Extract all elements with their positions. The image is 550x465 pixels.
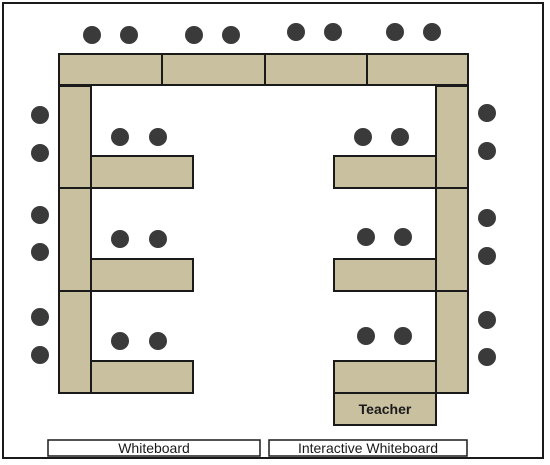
seat [222, 26, 240, 44]
desk-inner-left-3 [90, 360, 194, 394]
interactive-whiteboard: Interactive Whiteboard [268, 439, 468, 457]
interactive-whiteboard-box [268, 439, 468, 457]
seat [111, 128, 129, 146]
seat [357, 327, 375, 345]
seat [324, 23, 342, 41]
seat [354, 128, 372, 146]
seat [31, 106, 49, 124]
seat [391, 128, 409, 146]
interactive-whiteboard-label: Interactive Whiteboard [298, 440, 438, 456]
right-desk-column [435, 85, 469, 394]
desk-right-1 [435, 85, 469, 189]
seat [394, 327, 412, 345]
seat [149, 332, 167, 350]
desk-top-2 [161, 53, 266, 86]
desk-inner-left-1 [90, 155, 194, 189]
teacher-desk: Teacher [333, 392, 437, 426]
seat [31, 308, 49, 326]
left-desk-column [58, 85, 92, 394]
seat [357, 228, 375, 246]
desk-right-2 [435, 187, 469, 292]
desk-left-3 [58, 290, 92, 394]
seat [111, 230, 129, 248]
seat [111, 332, 129, 350]
desk-inner-right-2 [333, 258, 437, 292]
seat [386, 23, 404, 41]
top-desk-row [58, 53, 469, 86]
teacher-label: Teacher [359, 401, 412, 417]
seat [120, 26, 138, 44]
inner-right-desks [333, 155, 437, 394]
seat [478, 142, 496, 160]
seat [478, 104, 496, 122]
seat [394, 228, 412, 246]
desk-left-2 [58, 187, 92, 292]
desk-top-4 [366, 53, 469, 86]
seat [287, 23, 305, 41]
teacher-desk-box [333, 392, 437, 426]
seat [478, 348, 496, 366]
whiteboard: Whiteboard [47, 439, 261, 457]
desk-inner-right-1 [333, 155, 437, 189]
seat [478, 247, 496, 265]
desk-top-3 [264, 53, 368, 86]
seat [478, 311, 496, 329]
seat [83, 26, 101, 44]
whiteboard-label: Whiteboard [118, 440, 190, 456]
seat [149, 230, 167, 248]
desk-left-1 [58, 85, 92, 189]
seat [31, 243, 49, 261]
desk-top-1 [58, 53, 163, 86]
seat [31, 346, 49, 364]
desk-inner-left-2 [90, 258, 194, 292]
seat [478, 209, 496, 227]
seat [423, 23, 441, 41]
inner-left-desks [90, 155, 194, 394]
whiteboard-box [47, 439, 261, 457]
seats [31, 23, 496, 366]
desk-right-3 [435, 290, 469, 394]
seat [31, 144, 49, 162]
desk-inner-right-3 [333, 360, 437, 394]
seat [185, 26, 203, 44]
seat [149, 128, 167, 146]
seat [31, 206, 49, 224]
